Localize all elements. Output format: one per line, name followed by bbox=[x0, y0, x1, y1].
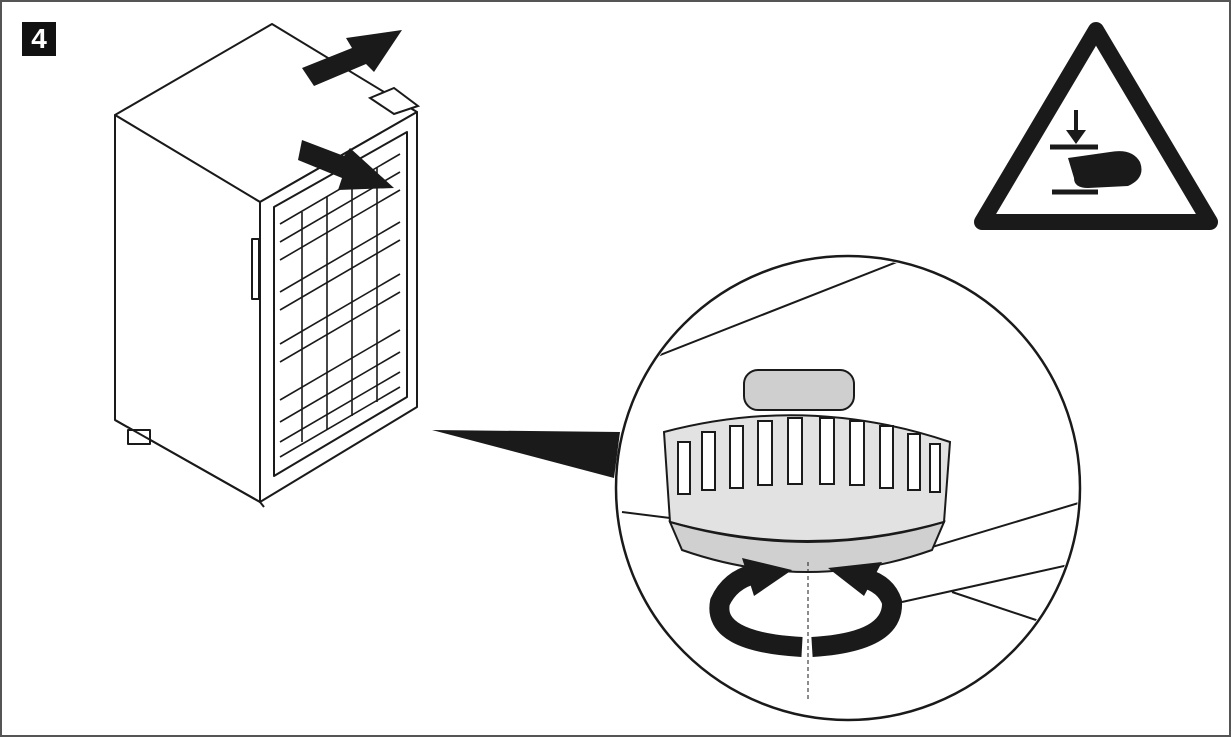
foot-thread bbox=[743, 369, 855, 411]
cooler-glass-window bbox=[273, 131, 408, 477]
arrow-down-right bbox=[298, 140, 394, 190]
zoom-pointer bbox=[432, 430, 620, 478]
foot-ribs bbox=[677, 417, 941, 495]
top-hinge-piece bbox=[367, 86, 421, 116]
door-handle bbox=[251, 238, 260, 300]
cooler-foot bbox=[127, 429, 151, 445]
push-arrow-icon bbox=[298, 30, 402, 190]
hand-crush-warning-icon bbox=[974, 22, 1218, 230]
rotate-arrow-icon bbox=[709, 564, 902, 657]
arrow-up-right bbox=[302, 30, 402, 86]
magnified-detail bbox=[614, 254, 1082, 722]
step-number-badge: 4 bbox=[22, 22, 56, 56]
rotate-arrow-right bbox=[811, 568, 902, 657]
adjustable-foot bbox=[662, 369, 952, 573]
rotate-arrow-left bbox=[709, 564, 803, 657]
